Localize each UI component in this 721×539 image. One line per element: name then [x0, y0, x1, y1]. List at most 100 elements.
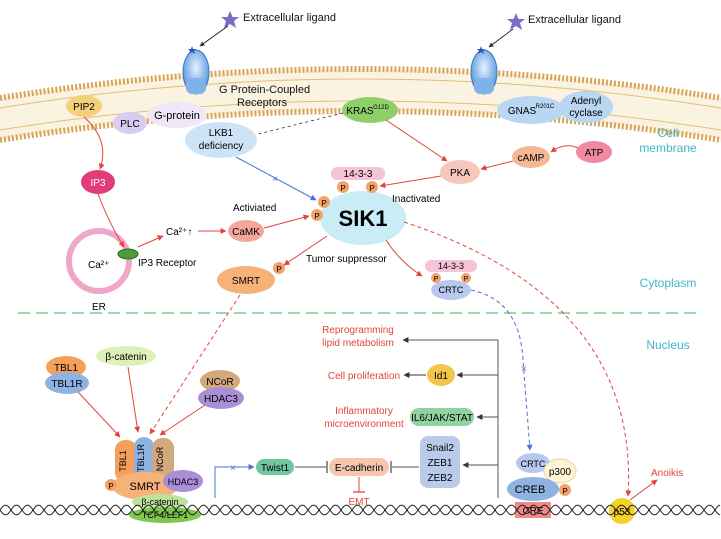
svg-text:×: × [521, 364, 527, 375]
svg-text:IP3: IP3 [90, 178, 105, 189]
gpcr-receptor-left [182, 49, 210, 95]
svg-text:SIK1: SIK1 [339, 206, 388, 231]
svg-text:TCF4/LEF1: TCF4/LEF1 [142, 510, 189, 520]
svg-text:×: × [272, 174, 278, 185]
node-lkb1: LKB1 deficiency [185, 122, 257, 158]
svg-text:Ca²⁺: Ca²⁺ [88, 260, 109, 271]
node-kras: KRAS G12D [342, 97, 398, 123]
node-gnas: GNAS R201C [497, 96, 565, 124]
node-id1: Id1 [427, 364, 455, 386]
svg-text:SMRT: SMRT [130, 481, 161, 493]
ligand-star-right-icon [507, 13, 525, 30]
svg-text:Twist1: Twist1 [261, 463, 290, 474]
node-crtc-cytoplasm: 14-3-3 P P CRTC [425, 260, 477, 300]
node-pka: PKA [440, 160, 480, 184]
svg-text:HDAC3: HDAC3 [204, 394, 238, 405]
ip3-receptor-label: IP3 Receptor [138, 258, 197, 269]
dna-helix [0, 504, 721, 516]
svg-text:14-3-3: 14-3-3 [344, 169, 373, 180]
svg-text:×: × [230, 463, 236, 474]
svg-text:CRE: CRE [522, 506, 543, 517]
svg-text:GNAS: GNAS [508, 106, 537, 117]
svg-text:ER: ER [92, 302, 106, 313]
svg-text:Id1: Id1 [434, 371, 448, 382]
node-adenyl-cyclase: Adenyl cyclase [559, 91, 613, 123]
node-camp: cAMP [512, 146, 550, 168]
svg-text:TBL1: TBL1 [54, 363, 78, 374]
smrt-complex: TBL1 TBL1R NCoR SMRT P HDAC3 β-catenin T… [105, 437, 203, 523]
svg-text:CREB: CREB [515, 484, 546, 496]
svg-text:CRTC: CRTC [521, 459, 546, 469]
svg-text:β-catenin: β-catenin [105, 352, 146, 363]
ligand-star-left-icon [221, 11, 239, 28]
outcome-reprogramming-1: Reprogramming [322, 325, 394, 336]
node-tbl1: TBL1 [46, 356, 86, 378]
node-ncor: NCoR [200, 370, 240, 392]
gpcr-label-line1: G Protein-Coupled [219, 84, 310, 96]
svg-text:P: P [369, 184, 374, 193]
label-emt: EMT [348, 497, 369, 508]
svg-text:Snail2: Snail2 [426, 443, 454, 454]
svg-text:SMRT: SMRT [232, 276, 260, 287]
svg-text:cAMP: cAMP [518, 153, 545, 164]
node-il6-jak-stat: IL6/JAK/STAT [410, 408, 474, 426]
svg-text:HDAC3: HDAC3 [168, 477, 199, 487]
svg-text:E-cadherin: E-cadherin [335, 463, 383, 474]
svg-text:KRAS: KRAS [346, 106, 374, 117]
svg-text:TBL1: TBL1 [118, 450, 128, 472]
svg-text:NCoR: NCoR [206, 377, 233, 388]
svg-text:CaMK: CaMK [232, 227, 260, 238]
svg-text:ATP: ATP [585, 148, 604, 159]
svg-text:LKB1: LKB1 [209, 128, 234, 139]
outcome-inflammatory-1: Inflammatory [335, 406, 393, 417]
outcome-inflammatory-2: microenvironment [324, 419, 404, 430]
svg-text:P: P [108, 482, 113, 491]
svg-text:cyclase: cyclase [569, 108, 603, 119]
creb-complex: CRTC p300 CREB P CRE [507, 453, 577, 518]
node-atp: ATP [576, 141, 612, 163]
svg-text:IL6/JAK/STAT: IL6/JAK/STAT [411, 413, 473, 424]
svg-text:β-catenin: β-catenin [141, 497, 178, 507]
svg-text:PKA: PKA [450, 168, 470, 179]
bound-ligand-left-icon [188, 46, 196, 54]
ligand-label-right: Extracellular ligand [528, 14, 621, 26]
svg-text:G12D: G12D [373, 105, 389, 111]
svg-text:deficiency: deficiency [199, 141, 243, 152]
node-twist1: Twist1 [256, 459, 294, 475]
node-tbl1r: TBL1R [45, 372, 89, 394]
svg-text:PIP2: PIP2 [73, 102, 95, 113]
svg-text:14-3-3: 14-3-3 [438, 261, 464, 271]
region-nucleus: Nucleus [646, 338, 689, 352]
svg-text:CRTC: CRTC [439, 285, 464, 295]
node-p53: p53 [609, 498, 635, 524]
gpcr-label-line2: Receptors [237, 97, 288, 109]
dna-strand [0, 504, 721, 516]
node-beta-catenin: β-catenin [96, 346, 156, 366]
svg-text:R201C: R201C [536, 104, 555, 110]
label-inactivated: Inactivated [392, 194, 440, 205]
svg-text:P: P [321, 199, 326, 208]
svg-text:P: P [562, 487, 567, 496]
node-sik1: SIK1 [320, 191, 406, 245]
node-g-protein: G-protein [147, 102, 207, 128]
svg-text:ZEB2: ZEB2 [427, 473, 452, 484]
node-smrt-cytoplasm: SMRT P [217, 262, 285, 294]
svg-text:P: P [314, 212, 319, 221]
bound-ligand-right-icon [477, 46, 485, 54]
node-pip2: PIP2 [66, 95, 102, 117]
svg-text:ZEB1: ZEB1 [427, 458, 452, 469]
sik1-14-3-3: 14-3-3 [331, 167, 385, 180]
label-tumor-suppressor: Tumor suppressor [306, 254, 387, 265]
endoplasmic-reticulum: Ca²⁺ ER [66, 228, 139, 313]
region-cell-membrane-2: membrane [639, 141, 697, 155]
gpcr-receptor-right [470, 49, 498, 95]
svg-text:TBL1R: TBL1R [136, 443, 146, 472]
svg-text:P: P [434, 276, 439, 283]
node-plc: PLC [113, 112, 147, 134]
svg-text:p53: p53 [614, 507, 631, 518]
svg-text:p300: p300 [549, 467, 572, 478]
node-hdac3: HDAC3 [198, 387, 244, 409]
svg-text:TBL1R: TBL1R [51, 379, 82, 390]
